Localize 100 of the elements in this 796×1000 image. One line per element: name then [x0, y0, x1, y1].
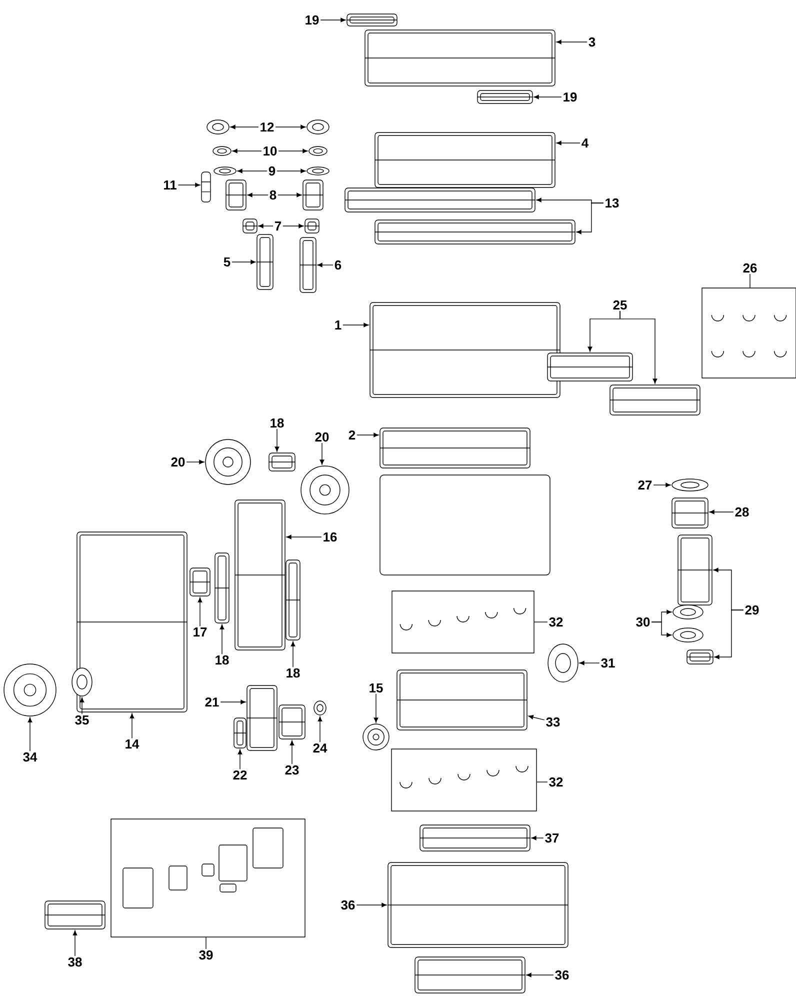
callout-number: 1 [335, 320, 342, 330]
callout-number: 27 [638, 480, 652, 490]
callout-number: 13 [606, 198, 619, 208]
part-drawing [414, 956, 526, 994]
part-drawing [362, 724, 390, 750]
part-drawing [201, 172, 211, 202]
leader-line [318, 716, 322, 742]
callout-number: 2 [348, 430, 356, 440]
part-drawing [686, 650, 714, 664]
callout-number: 36 [555, 970, 569, 980]
callout-number: 35 [75, 715, 89, 725]
callout-number: 28 [735, 507, 749, 517]
callout-number: 34 [23, 752, 38, 762]
callout-number: 18 [216, 655, 229, 665]
part-drawing [344, 188, 536, 212]
callout-number: 20 [171, 457, 185, 467]
part-drawing [256, 234, 274, 290]
part-drawing [477, 90, 533, 104]
part-drawing [547, 352, 633, 382]
leader-line [130, 713, 134, 739]
part-drawing [374, 132, 556, 188]
part-drawing [364, 30, 556, 86]
callout-number: 14 [126, 740, 140, 748]
part-drawing [304, 218, 320, 234]
part-drawing [214, 166, 236, 176]
callout-number: 18 [270, 418, 284, 428]
callout-number: 33 [546, 717, 560, 727]
part-drawing [672, 478, 708, 492]
leader-line [278, 148, 308, 154]
callout-number: 17 [194, 628, 207, 636]
part-drawing [388, 862, 568, 948]
leader-line [320, 18, 346, 22]
leader-line [28, 717, 32, 752]
part-drawing [306, 120, 330, 134]
leader-line [526, 972, 554, 978]
leader-line [278, 192, 302, 198]
part-drawing [306, 166, 330, 176]
leader-line [232, 260, 256, 264]
leader-line [374, 694, 378, 723]
leader-line [282, 224, 304, 228]
leader-line [198, 597, 202, 627]
callout-number: 16 [324, 532, 337, 542]
leader-line [620, 310, 658, 384]
leader-line [556, 40, 588, 44]
callout-number: 39 [199, 950, 213, 960]
callout-number: 19 [306, 15, 319, 25]
leader-line [237, 168, 268, 174]
callout-number: 10 [264, 146, 277, 156]
callout-number: 4 [582, 138, 589, 148]
leader-line [186, 460, 204, 464]
callout-number: 21 [205, 697, 219, 707]
part-drawing [610, 384, 700, 416]
callout-number: 26 [743, 263, 757, 273]
part-drawing [76, 532, 188, 712]
leader-line [238, 749, 242, 770]
callout-number: 7 [274, 222, 282, 230]
callout-number: 11 [164, 180, 176, 190]
leader-line [178, 182, 200, 188]
leader-line [320, 442, 324, 465]
part-drawing [396, 670, 528, 730]
part-drawing [308, 146, 328, 156]
part-drawing [206, 120, 230, 134]
part-drawing [346, 14, 398, 26]
leader-line [356, 902, 387, 908]
part-drawing [302, 180, 324, 210]
part-drawing [226, 180, 246, 210]
callout-number: 12 [260, 122, 274, 132]
callout-number: 15 [370, 684, 383, 693]
callout-number: 24 [313, 743, 328, 753]
part-drawing [72, 668, 92, 696]
leader-line [356, 432, 379, 438]
part-drawing [420, 824, 530, 852]
part-drawing [268, 452, 296, 472]
part-drawing [234, 500, 286, 650]
part-drawing [234, 718, 246, 748]
leader-line [651, 622, 672, 638]
leader-line [220, 624, 224, 654]
callout-number: 9 [268, 166, 276, 176]
part-drawing [374, 220, 576, 244]
callout-number: 30 [636, 617, 650, 627]
leader-line [290, 641, 296, 668]
part-drawing [205, 439, 251, 485]
callout-number: 19 [564, 92, 577, 102]
part-drawing [242, 218, 258, 234]
leader-line [80, 697, 84, 714]
leader-line [230, 124, 259, 130]
part-drawing [246, 685, 278, 751]
parts-box [110, 818, 306, 938]
callout-number: 37 [545, 833, 559, 843]
callout-number: 5 [224, 258, 230, 267]
callout-number: 38 [68, 957, 82, 967]
leader-line [247, 192, 268, 198]
part-drawing [380, 428, 530, 468]
parts-box [392, 590, 534, 654]
part-drawing [678, 534, 712, 606]
part-drawing [278, 704, 306, 740]
callout-number: 29 [745, 605, 759, 615]
callout-number: 32 [549, 617, 563, 627]
part-drawing [672, 628, 704, 642]
leader-line [342, 322, 369, 328]
